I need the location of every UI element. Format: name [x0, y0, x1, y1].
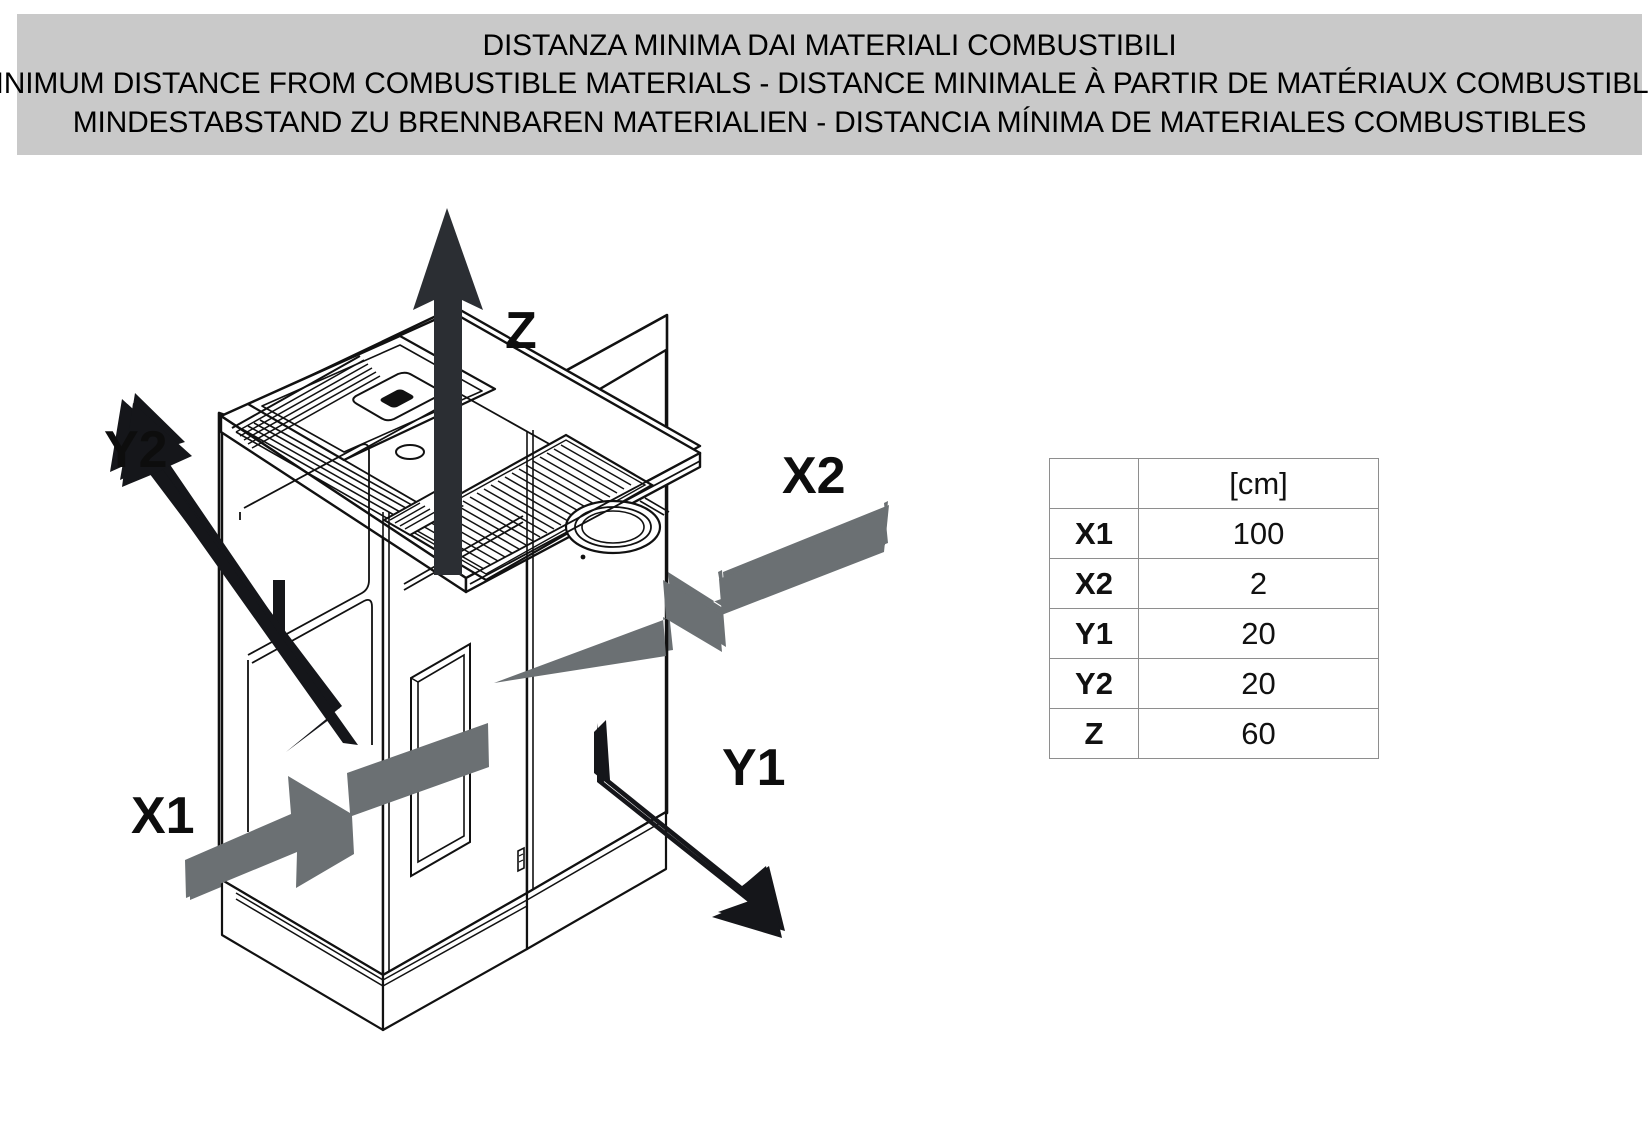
axis-label-x2: X2 — [782, 447, 846, 505]
title-line-italian: DISTANZA MINIMA DAI MATERIALI COMBUSTIBI… — [482, 28, 1177, 62]
door-latch — [517, 846, 525, 873]
table-corner-cell — [1049, 458, 1139, 509]
body-center-seam — [382, 512, 390, 975]
table-row-key: Y1 — [1049, 608, 1139, 659]
arrow-y1 — [594, 720, 785, 938]
table-header-row: [cm] — [1049, 458, 1379, 509]
table-row-value: 20 — [1138, 658, 1379, 709]
title-line-german-spanish: MINDESTABSTAND ZU BRENNBAREN MATERIALIEN… — [72, 105, 1587, 139]
table-row-key: X1 — [1049, 508, 1139, 559]
top-small-port — [395, 444, 425, 460]
top-right-ledge — [465, 452, 701, 585]
stove-isometric-drawing — [110, 208, 889, 1032]
axis-label-x1: X1 — [131, 787, 195, 845]
table-row-key: Z — [1049, 708, 1139, 759]
table-row-key: Y2 — [1049, 658, 1139, 709]
table-row-value: 20 — [1138, 608, 1379, 659]
axis-label-y2: Y2 — [104, 421, 168, 479]
clearance-distance-table: [cm] X1 100 X2 2 Y1 20 Y2 20 Z 60 — [1049, 458, 1379, 759]
table-row: X2 2 — [1049, 558, 1379, 609]
table-row: Y2 20 — [1049, 658, 1379, 709]
arrow-z — [413, 208, 483, 575]
arrow-x2 — [500, 501, 889, 676]
table-row: X1 100 — [1049, 508, 1379, 559]
axis-label-z: Z — [505, 302, 537, 360]
table-row-value: 2 — [1138, 558, 1379, 609]
table-unit-header: [cm] — [1138, 458, 1379, 509]
table-row-value: 60 — [1138, 708, 1379, 759]
right-upper-seam — [403, 515, 524, 591]
table-row-value: 100 — [1138, 508, 1379, 559]
header-title-band: DISTANZA MINIMA DAI MATERIALI COMBUSTIBI… — [0, 14, 1650, 155]
table-body: [cm] X1 100 X2 2 Y1 20 Y2 20 Z 60 — [1049, 458, 1379, 759]
table-row: Y1 20 — [1049, 608, 1379, 659]
stove-base — [220, 810, 668, 1032]
axis-label-y1: Y1 — [722, 739, 786, 797]
side-wall-seam — [526, 430, 534, 893]
arrow-x1-overlay — [185, 723, 489, 898]
stove-illustration — [0, 160, 1020, 1120]
base-trim-lines — [235, 822, 661, 987]
arrow-y2-shape — [122, 403, 358, 745]
left-door-panel — [239, 443, 370, 656]
title-line-english-french: MINIMUM DISTANCE FROM COMBUSTIBLE MATERI… — [0, 67, 1650, 101]
table-row-key: X2 — [1049, 558, 1139, 609]
left-lower-panel — [247, 598, 373, 832]
arrow-x2-overlay — [494, 512, 888, 683]
table-row: Z 60 — [1049, 708, 1379, 759]
